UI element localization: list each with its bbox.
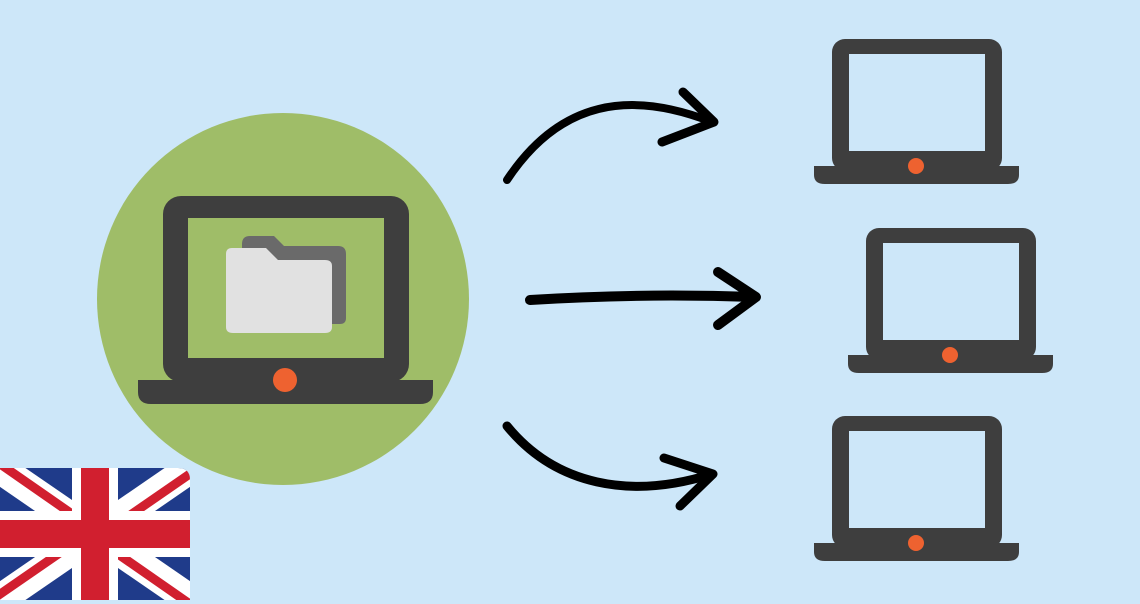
target-laptop-2 <box>848 228 1053 373</box>
source-laptop-base <box>138 380 433 404</box>
uk-flag-icon[interactable] <box>0 450 210 600</box>
target-laptop-1-led <box>908 158 924 174</box>
curved-arrow-down-icon <box>502 421 718 511</box>
target-laptop-2-screen <box>883 243 1019 340</box>
target-laptop-1-base <box>814 166 1019 184</box>
target-laptop-3 <box>814 416 1019 561</box>
target-laptop-3-led <box>908 535 924 551</box>
source-power-led <box>273 368 297 392</box>
target-laptop-3-screen <box>849 431 985 528</box>
target-laptop-1 <box>814 39 1019 184</box>
target-laptop-2-base <box>848 355 1053 373</box>
laptop-with-folder-icon <box>138 196 433 404</box>
target-laptop-1-screen <box>849 54 985 151</box>
folder-icon <box>226 248 332 333</box>
target-laptop-3-base <box>814 543 1019 561</box>
curved-arrow-up-icon <box>503 87 719 184</box>
straight-arrow-right-icon <box>525 267 761 330</box>
target-laptop-2-led <box>942 347 958 363</box>
